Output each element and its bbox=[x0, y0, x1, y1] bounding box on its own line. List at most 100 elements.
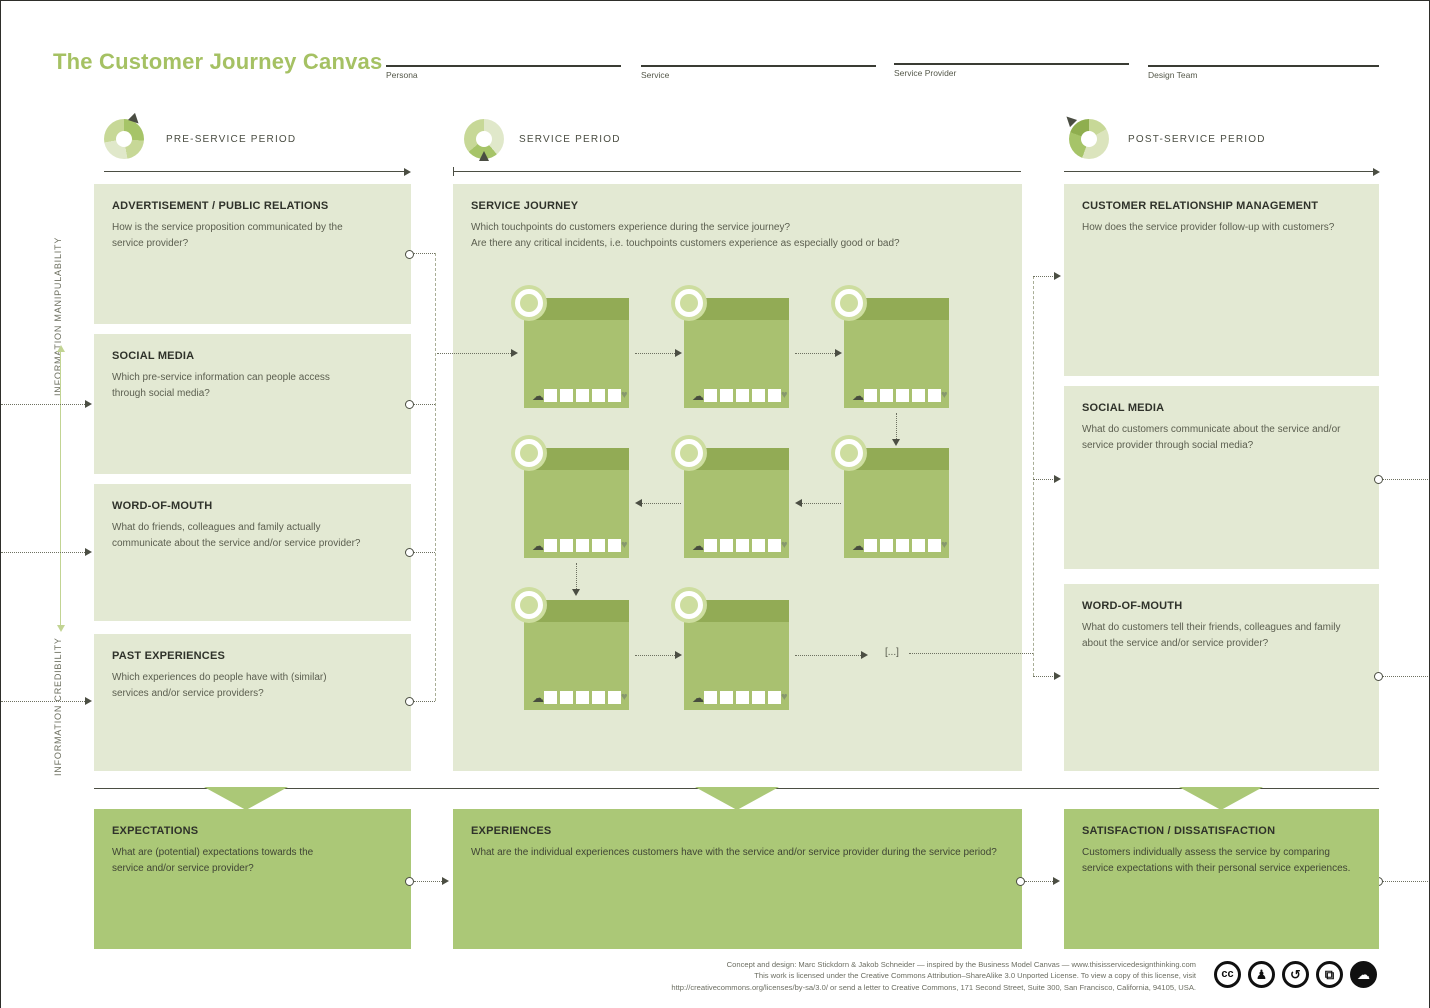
cloud-icon: ☁ bbox=[692, 388, 704, 403]
touchpoint-badge-icon bbox=[671, 285, 707, 321]
touchpoint-card-header bbox=[684, 600, 789, 622]
touchpoint-card-header bbox=[684, 298, 789, 320]
cc-license-icon: cc bbox=[1214, 961, 1241, 988]
box-customer-relationship-management: CUSTOMER RELATIONSHIP MANAGEMENT How doe… bbox=[1064, 184, 1379, 376]
box-expectations: EXPECTATIONS What are (potential) expect… bbox=[94, 809, 411, 949]
page-title: The Customer Journey Canvas bbox=[53, 49, 383, 74]
box-title: WORD-OF-MOUTH bbox=[1082, 600, 1183, 612]
field-service-provider: Service Provider bbox=[894, 63, 1129, 78]
cloud-icon: ☁ bbox=[692, 538, 704, 553]
box-desc: How does the service provider follow-up … bbox=[1082, 222, 1335, 233]
box-desc: What do friends, colleagues and family a… bbox=[112, 522, 361, 549]
box-word-of-mouth-pre: WORD-OF-MOUTH What do friends, colleague… bbox=[94, 484, 411, 621]
touchpoint-card-header bbox=[684, 448, 789, 470]
box-title: SOCIAL MEDIA bbox=[112, 350, 195, 362]
journey-ellipsis: [...] bbox=[885, 647, 899, 658]
heart-icon: ♥ bbox=[621, 691, 628, 703]
post-service-pie-icon bbox=[1062, 112, 1109, 159]
field-persona: Persona bbox=[386, 65, 621, 80]
box-past-experiences: PAST EXPERIENCES Which experiences do pe… bbox=[94, 634, 411, 771]
touchpoint-card-header bbox=[524, 448, 629, 470]
cc-copy-icon: ⧉ bbox=[1316, 961, 1343, 988]
field-design-team-label: Design Team bbox=[1148, 70, 1198, 80]
field-service: Service bbox=[641, 65, 876, 80]
box-title: SOCIAL MEDIA bbox=[1082, 402, 1165, 414]
box-desc-line1: Which touchpoints do customers experienc… bbox=[471, 222, 791, 233]
heart-icon: ♥ bbox=[621, 389, 628, 401]
touchpoint-badge-icon bbox=[511, 435, 547, 471]
service-timeline bbox=[453, 171, 1021, 172]
cloud-icon: ☁ bbox=[852, 538, 864, 553]
heart-icon: ♥ bbox=[621, 539, 628, 551]
cloud-icon: ☁ bbox=[532, 388, 544, 403]
service-period-label: SERVICE PERIOD bbox=[519, 134, 621, 145]
touchpoint-badge-icon bbox=[671, 435, 707, 471]
license-icons: cc ♟ ↺ ⧉ ☁ bbox=[1214, 961, 1377, 988]
touchpoint-card-header bbox=[844, 298, 949, 320]
axis-label-information-credibility: INFORMATION CREDIBILITY bbox=[53, 637, 63, 776]
footer-line-1: Concept and design: Marc Stickdorn & Jak… bbox=[726, 960, 1196, 969]
footer-line-3: http://creativecommons.org/licenses/by-s… bbox=[671, 982, 1196, 992]
heart-icon: ♥ bbox=[781, 389, 788, 401]
box-satisfaction-dissatisfaction: SATISFACTION / DISSATISFACTION Customers… bbox=[1064, 809, 1379, 949]
down-arrow-satisfaction bbox=[1179, 787, 1263, 810]
box-title: EXPECTATIONS bbox=[112, 825, 199, 837]
touchpoint-badge-icon bbox=[831, 285, 867, 321]
cc-attribution-icon: ♟ bbox=[1248, 961, 1275, 988]
post-service-timeline bbox=[1064, 171, 1374, 172]
heart-icon: ♥ bbox=[941, 389, 948, 401]
touchpoint-card: ☁♥ bbox=[671, 587, 789, 710]
touchpoint-badge-icon bbox=[831, 435, 867, 471]
post-service-period-label: POST-SERVICE PERIOD bbox=[1128, 134, 1266, 145]
cc-sharealike-icon: ↺ bbox=[1282, 961, 1309, 988]
field-service-label: Service bbox=[641, 70, 670, 80]
box-title: WORD-OF-MOUTH bbox=[112, 500, 213, 512]
pre-service-timeline bbox=[104, 171, 404, 172]
footer-credits: Concept and design: Marc Stickdorn & Jak… bbox=[476, 959, 1196, 993]
touchpoint-card: ☁♥ bbox=[831, 435, 949, 558]
heart-icon: ♥ bbox=[941, 539, 948, 551]
box-word-of-mouth-post: WORD-OF-MOUTH What do customers tell the… bbox=[1064, 584, 1379, 771]
touchpoint-card-header bbox=[524, 298, 629, 320]
touchpoint-badge-icon bbox=[511, 285, 547, 321]
touchpoint-card-header bbox=[844, 448, 949, 470]
field-persona-label: Persona bbox=[386, 70, 418, 80]
box-desc: What are (potential) expectations toward… bbox=[112, 847, 314, 874]
box-title: PAST EXPERIENCES bbox=[112, 650, 226, 662]
box-desc: Which experiences do people have with (s… bbox=[112, 672, 327, 699]
pre-service-pie-icon bbox=[104, 112, 144, 159]
field-design-team: Design Team bbox=[1148, 65, 1379, 80]
service-pie-icon bbox=[464, 119, 504, 161]
box-social-media-post: SOCIAL MEDIA What do customers communica… bbox=[1064, 386, 1379, 569]
box-advertisement-public-relations: ADVERTISEMENT / PUBLIC RELATIONS How is … bbox=[94, 184, 411, 324]
cloud-icon: ☁ bbox=[692, 690, 704, 705]
box-desc: How is the service proposition communica… bbox=[112, 222, 343, 249]
box-title: EXPERIENCES bbox=[471, 825, 552, 837]
box-desc: What are the individual experiences cust… bbox=[471, 847, 997, 858]
touchpoint-card: ☁♥ bbox=[511, 587, 629, 710]
box-title: SATISFACTION / DISSATISFACTION bbox=[1082, 825, 1276, 837]
box-desc: What do customers tell their friends, co… bbox=[1082, 622, 1341, 649]
box-experiences: EXPERIENCES What are the individual expe… bbox=[453, 809, 1022, 949]
box-desc-line2: Are there any critical incidents, i.e. t… bbox=[471, 237, 900, 249]
cloud-logo-icon: ☁ bbox=[1350, 961, 1377, 988]
box-desc: Which pre-service information can people… bbox=[112, 372, 330, 399]
footer-line-2: This work is licensed under the Creative… bbox=[754, 971, 1196, 981]
touchpoint-card: ☁♥ bbox=[831, 285, 949, 408]
axis-arrow bbox=[60, 351, 61, 626]
touchpoint-card: ☁♥ bbox=[511, 285, 629, 408]
box-desc: What do customers communicate about the … bbox=[1082, 424, 1341, 451]
touchpoint-badge-icon bbox=[671, 587, 707, 623]
field-service-provider-label: Service Provider bbox=[894, 68, 957, 78]
box-title: ADVERTISEMENT / PUBLIC RELATIONS bbox=[112, 200, 329, 212]
axis-label-information-manipulability: INFORMATION MANIPULABILITY bbox=[53, 236, 63, 396]
box-title: SERVICE JOURNEY bbox=[471, 200, 579, 212]
pre-service-period-label: PRE-SERVICE PERIOD bbox=[166, 134, 297, 145]
down-arrow-expectations bbox=[204, 787, 288, 810]
touchpoint-card: ☁♥ bbox=[671, 285, 789, 408]
touchpoint-card: ☁♥ bbox=[671, 435, 789, 558]
box-social-media-pre: SOCIAL MEDIA Which pre-service informati… bbox=[94, 334, 411, 474]
heart-icon: ♥ bbox=[781, 539, 788, 551]
cloud-icon: ☁ bbox=[852, 388, 864, 403]
